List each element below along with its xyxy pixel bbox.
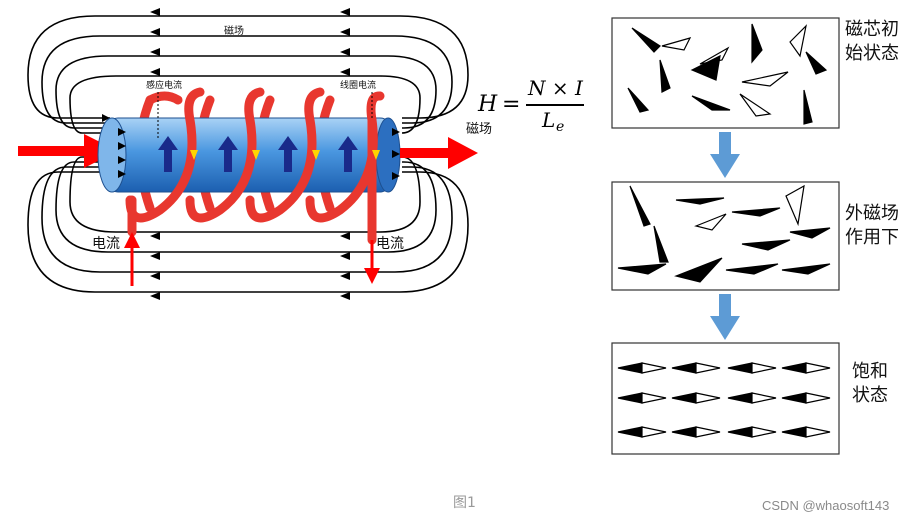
current-right-label: 电流 xyxy=(376,236,404,252)
formula-denominator-sub: e xyxy=(556,119,565,135)
output-arrow xyxy=(400,137,478,169)
coil-front xyxy=(125,87,385,245)
field-arrowheads xyxy=(102,8,350,300)
flow-arrow-1 xyxy=(710,132,740,178)
aligned-domain-tail xyxy=(751,362,777,374)
induced-current-arrows xyxy=(158,136,358,172)
panel-saturated xyxy=(611,342,840,455)
flow-arrow-2 xyxy=(710,294,740,340)
aligned-domain-tail xyxy=(641,392,667,404)
figure-caption: 图1 xyxy=(453,495,476,511)
fraction-bar xyxy=(526,104,584,106)
field-lines-bottom xyxy=(27,156,469,293)
panel-external-field xyxy=(611,181,840,291)
aligned-domain-tail xyxy=(641,362,667,374)
magnetic-field-label: 磁场 xyxy=(466,122,493,137)
formula-equals: = xyxy=(502,92,521,117)
aligned-domain-tail xyxy=(805,426,831,438)
coil-direction-arrows xyxy=(190,150,380,160)
coil-current-label: 线圈电流 xyxy=(340,81,377,91)
magnetic-field-top-label: 磁场 xyxy=(224,26,244,37)
stage-saturated-label: 饱和状态 xyxy=(852,361,888,406)
aligned-domain-tail xyxy=(695,392,721,404)
aligned-domain-tail xyxy=(641,426,667,438)
aligned-domain-tail xyxy=(751,392,777,404)
formula-numerator: N × I xyxy=(528,76,583,100)
aligned-domain-tail xyxy=(751,426,777,438)
aligned-domain-tail xyxy=(805,362,831,374)
stage-external-field-label: 外磁场作用下 xyxy=(845,203,899,248)
stage-initial-label: 磁芯初始状态 xyxy=(845,19,899,64)
pointer-lines xyxy=(157,92,373,140)
formula-denominator: L xyxy=(542,108,556,132)
panel-initial xyxy=(611,17,840,129)
aligned-domain-tail xyxy=(805,392,831,404)
formula-lhs: H xyxy=(478,92,498,117)
induced-current-label: 感应电流 xyxy=(146,81,183,91)
current-out-arrow xyxy=(364,240,380,284)
watermark: CSDN @whaosoft143 xyxy=(762,498,890,513)
current-left-label: 电流 xyxy=(92,236,120,252)
field-lines-top xyxy=(27,15,469,134)
aligned-domain-tail xyxy=(695,426,721,438)
current-in-arrow xyxy=(124,232,140,286)
aligned-domain-tail xyxy=(695,362,721,374)
